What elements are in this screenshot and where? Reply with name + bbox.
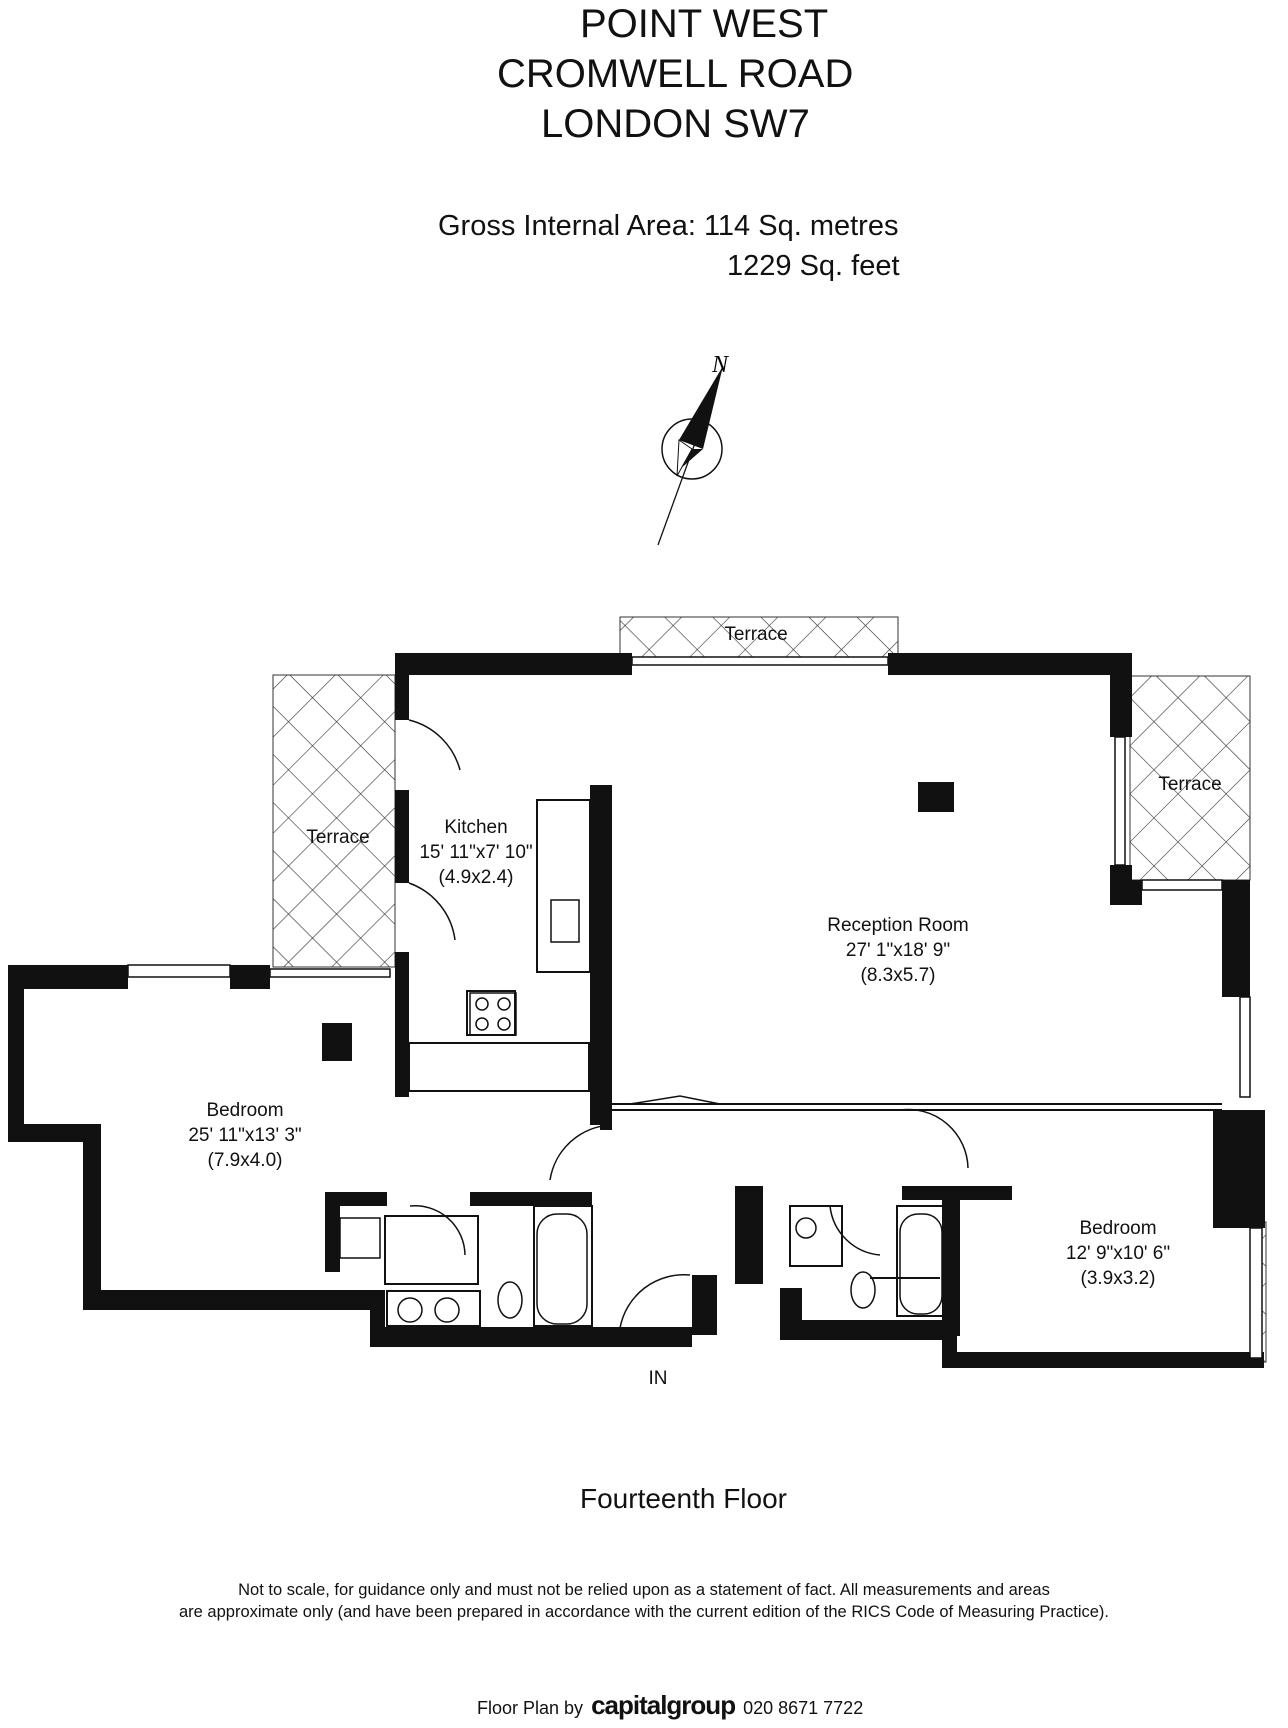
kitchen-name: Kitchen xyxy=(444,817,508,838)
bedroom-right-name: Bedroom xyxy=(1079,1218,1157,1239)
column-reception xyxy=(918,782,954,812)
bedroom-left-name: Bedroom xyxy=(206,1100,284,1121)
terrace-top-label: Terrace xyxy=(724,624,788,645)
bedroom-right-label: Bedroom 12' 9"x10' 6" (3.9x3.2) xyxy=(1066,1216,1170,1291)
address-line-3: LONDON SW7 xyxy=(541,102,810,146)
fixtures xyxy=(339,899,943,1325)
doors xyxy=(408,719,969,1329)
reception-label: Reception Room 27' 1"x18' 9" (8.3x5.7) xyxy=(827,913,969,988)
address-line-1: POINT WEST xyxy=(580,2,829,46)
bedroom-left-metric: (7.9x4.0) xyxy=(207,1150,283,1171)
credit-phone: 020 8671 7722 xyxy=(743,1698,864,1718)
reception-metric: (8.3x5.7) xyxy=(860,965,936,986)
kitchen-metric: (4.9x2.4) xyxy=(438,867,514,888)
entrance-label: IN xyxy=(648,1368,668,1389)
disclaimer-line-1: Not to scale, for guidance only and must… xyxy=(238,1581,1050,1599)
reception-name: Reception Room xyxy=(827,915,969,936)
terrace-top-area xyxy=(619,616,899,658)
address-line-2: CROMWELL ROAD xyxy=(497,52,854,96)
north-arrow-icon xyxy=(657,365,724,546)
gross-area-sqft: 1229 Sq. feet xyxy=(727,250,900,282)
bedroom-right-metric: (3.9x3.2) xyxy=(1080,1268,1156,1289)
reception-imperial: 27' 1"x18' 9" xyxy=(845,940,951,961)
kitchen-label: Kitchen 15' 11"x7' 10" (4.9x2.4) xyxy=(419,815,532,890)
column-bedroom xyxy=(322,1023,352,1061)
terrace-left-label: Terrace xyxy=(306,827,370,848)
compass-north-label: N xyxy=(711,352,730,378)
credit-prefix: Floor Plan by xyxy=(477,1698,584,1718)
terrace-right-label: Terrace xyxy=(1158,774,1222,795)
gross-internal-area: Gross Internal Area: 114 Sq. metres xyxy=(438,210,899,242)
disclaimer-line-2: are approximate only (and have been prep… xyxy=(178,1603,1110,1621)
floor-name: Fourteenth Floor xyxy=(580,1483,787,1514)
bedroom-left-label: Bedroom 25' 11"x13' 3" (7.9x4.0) xyxy=(188,1098,301,1173)
credit: Floor Plan by capitalgroup 020 8671 7722 xyxy=(477,1690,863,1721)
terrace-left-area xyxy=(272,674,396,968)
windows xyxy=(127,656,1263,1359)
bedroom-left-imperial: 25' 11"x13' 3" xyxy=(188,1125,302,1146)
brand-logo: capitalgroup xyxy=(591,1690,736,1720)
walls xyxy=(8,653,1265,1368)
thin-walls xyxy=(384,799,1222,1327)
kitchen-imperial: 15' 11"x7' 10" xyxy=(419,842,533,863)
bedroom-right-imperial: 12' 9"x10' 6" xyxy=(1065,1243,1171,1264)
terrace-right-area xyxy=(1129,675,1251,881)
